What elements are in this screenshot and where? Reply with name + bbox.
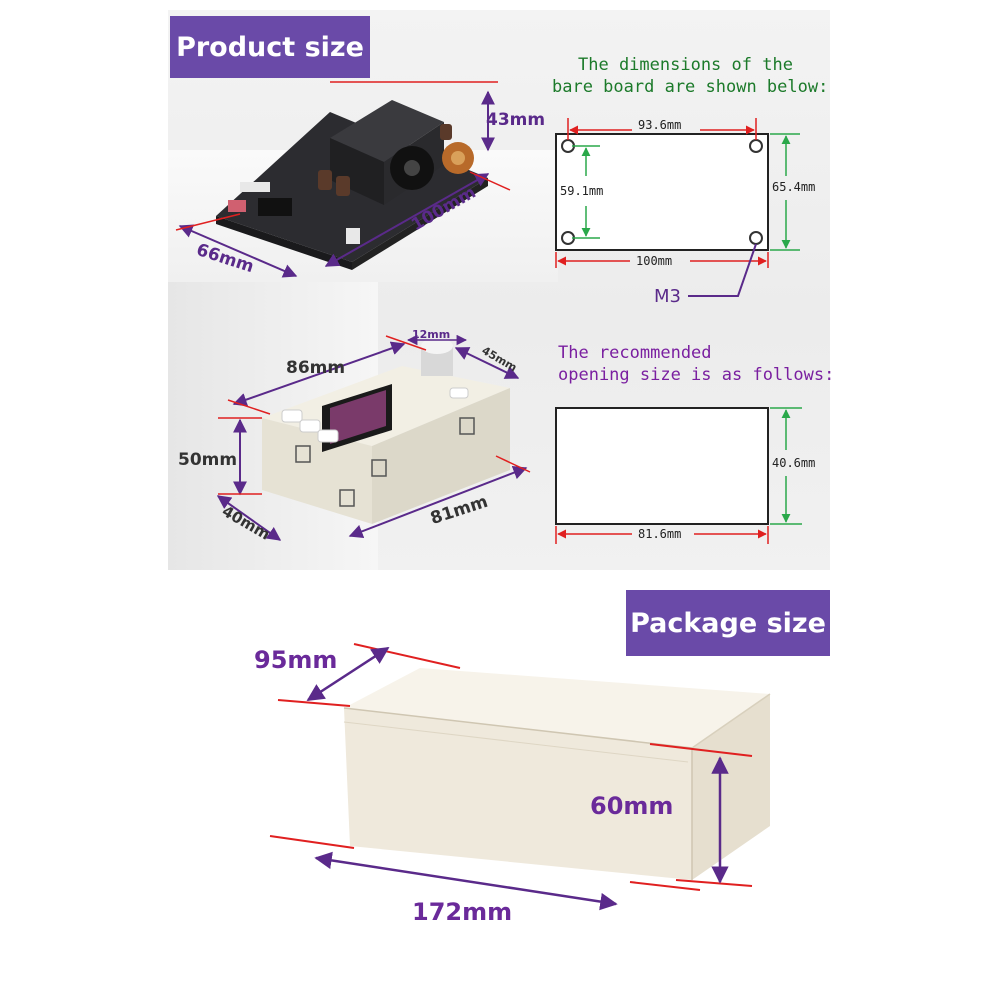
bare-board-title-line2: bare board are shown below: (552, 77, 829, 97)
screw-size-label: M3 (654, 286, 681, 307)
hole-spacing-y-label: 59.1mm (560, 184, 604, 198)
pcb-board-illustration (216, 100, 488, 270)
knob-size-label: 12mm (412, 328, 451, 341)
package-height-label: 60mm (590, 792, 674, 820)
opening-height-label: 40.6mm (772, 456, 816, 470)
opening-title-line1: The recommended (558, 343, 712, 363)
opening-schematic (555, 407, 802, 544)
package-box-illustration (343, 668, 771, 880)
package-length-label: 172mm (412, 898, 513, 926)
housing-length-label: 86mm (286, 358, 346, 378)
board-length-schematic-label: 100mm (636, 254, 673, 268)
package-size-badge: Package size (626, 590, 830, 656)
product-size-badge: Product size (170, 16, 370, 78)
housing-height-label: 50mm (178, 450, 238, 470)
board-height-label: 43mm (486, 110, 546, 130)
bare-board-schematic (555, 118, 800, 297)
opening-width-label: 81.6mm (638, 527, 682, 541)
hole-spacing-x-label: 93.6mm (638, 118, 682, 132)
opening-title-line2: opening size is as follows: (558, 365, 835, 385)
bare-board-title-line1: The dimensions of the (578, 55, 793, 75)
package-depth-label: 95mm (254, 646, 338, 674)
board-height-schematic-label: 65.4mm (772, 180, 816, 194)
